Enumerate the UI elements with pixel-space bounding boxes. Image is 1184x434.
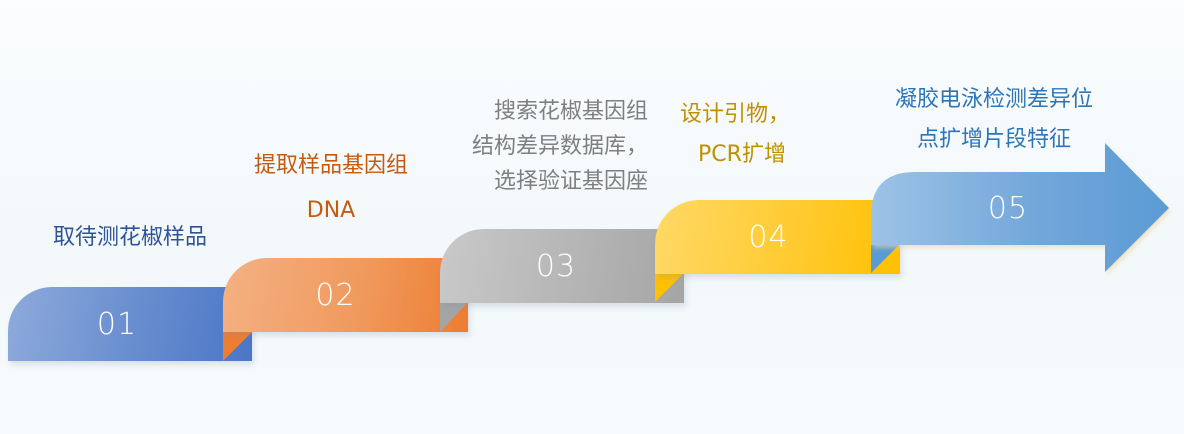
step-05-number: 05 bbox=[987, 191, 1029, 226]
step-01-label: 取待测花椒样品 bbox=[18, 222, 242, 254]
step-04-label-line: 设计引物， bbox=[679, 102, 790, 127]
step-02-block: 02 bbox=[223, 258, 468, 332]
step-02-number: 02 bbox=[315, 277, 356, 313]
step-04-number: 04 bbox=[748, 219, 789, 255]
step-05-label-line: 点扩增片段特征 bbox=[916, 127, 1071, 152]
step-02-label-line: DNA bbox=[306, 198, 356, 223]
step-04-label-line: PCR扩增 bbox=[698, 142, 786, 167]
step-03-label-line: 选择验证基因座 bbox=[493, 169, 648, 194]
step-02-fold bbox=[440, 302, 468, 332]
step-05-label: 凝胶电泳检测差异位 点扩增片段特征 bbox=[860, 80, 1128, 160]
step-03-fold bbox=[655, 273, 684, 302]
step-01-number: 01 bbox=[96, 306, 138, 342]
step-01-fold bbox=[223, 332, 252, 361]
step-04-block: 04 bbox=[655, 200, 900, 274]
step-05-number-wrap: 05 bbox=[871, 172, 1105, 245]
step-03-label: 搜索花椒基因组 结构差异数据库， 选择验证基因座 bbox=[440, 94, 680, 199]
step-03-number: 03 bbox=[535, 248, 577, 284]
step-01-label-line: 取待测花椒样品 bbox=[52, 225, 207, 250]
step-01-block: 01 bbox=[8, 287, 252, 361]
step-03-label-line: 搜索花椒基因组 bbox=[493, 99, 648, 124]
step-04-label: 设计引物， PCR扩增 bbox=[660, 95, 810, 175]
step-03-label-line: 结构差异数据库， bbox=[471, 134, 648, 159]
step-05-label-line: 凝胶电泳检测差异位 bbox=[894, 87, 1093, 112]
step-04-fold bbox=[871, 244, 900, 273]
step-03-block: 03 bbox=[440, 229, 684, 303]
step-02-label: 提取样品基因组 DNA bbox=[218, 150, 444, 227]
step-02-label-line: 提取样品基因组 bbox=[253, 153, 408, 178]
